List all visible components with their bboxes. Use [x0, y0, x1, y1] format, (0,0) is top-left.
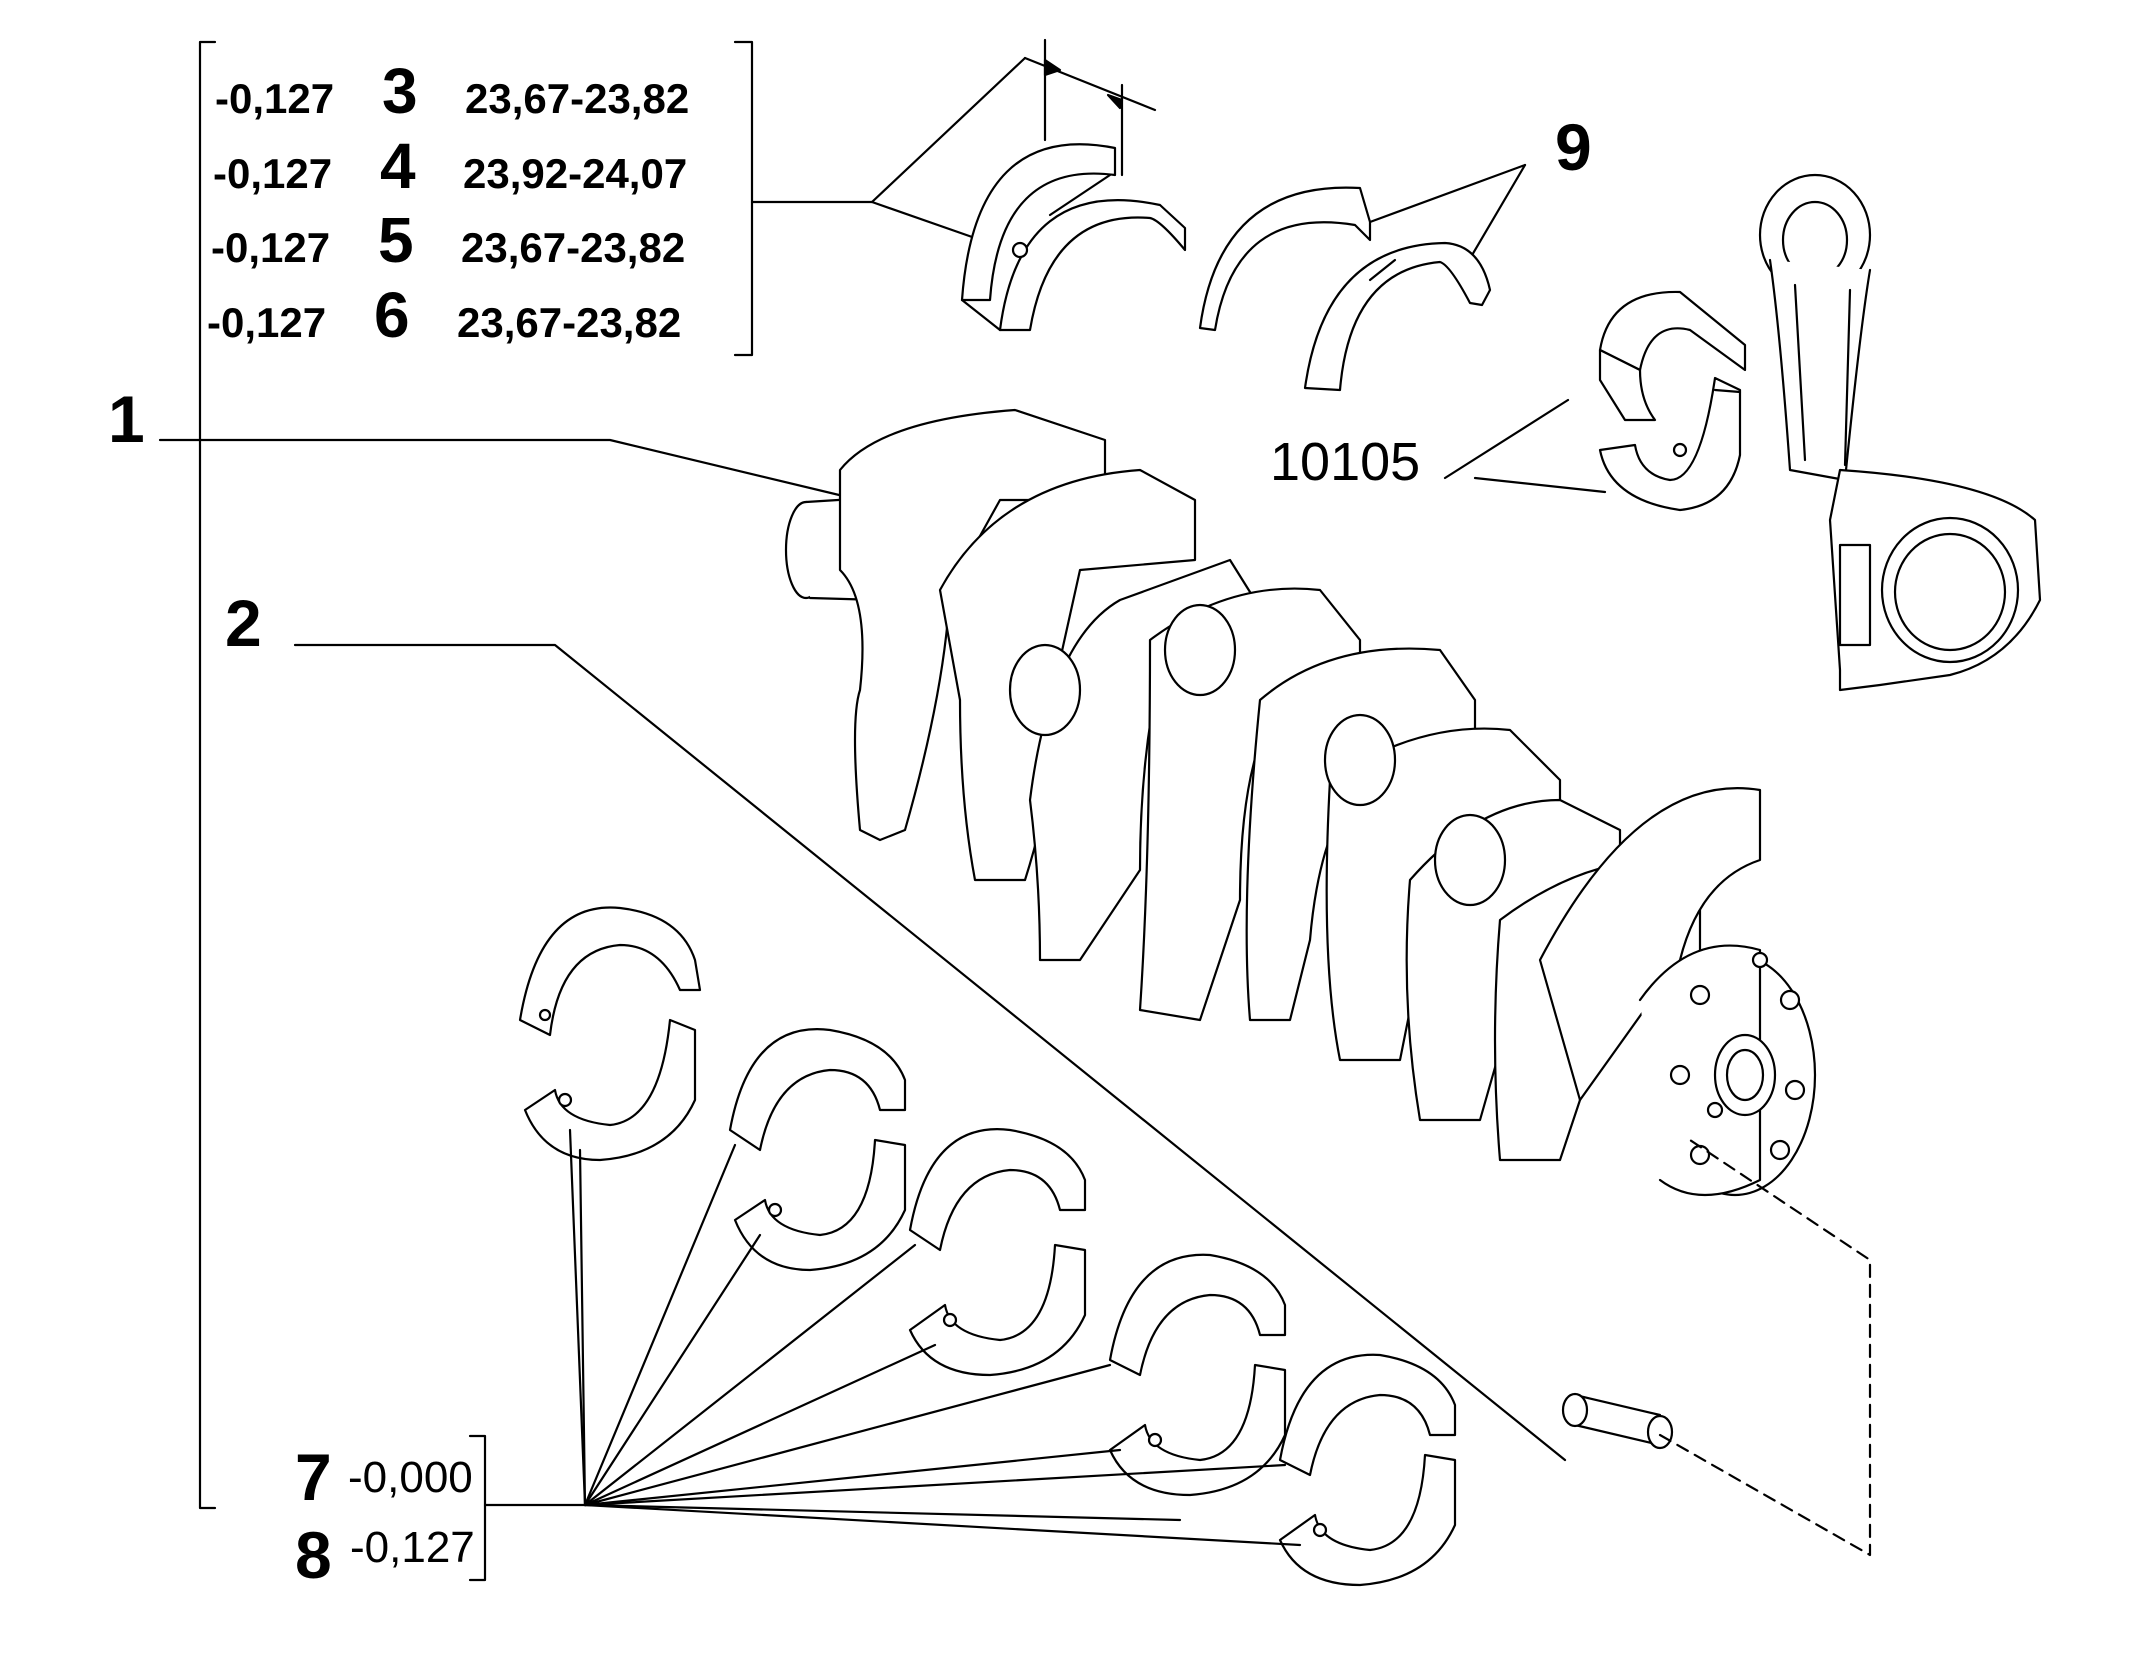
spec-num-4: 4: [380, 130, 416, 202]
callout-9: 9: [1555, 110, 1592, 184]
spec-range-6: 23,67-23,82: [457, 299, 681, 346]
bearing-num-8: 8: [295, 1518, 332, 1592]
bearing-offset-7: -0,000: [348, 1453, 473, 1502]
spec-range-4: 23,92-24,07: [463, 150, 687, 197]
connecting-rod: [1758, 173, 2042, 692]
bearing-num-7: 7: [295, 1440, 332, 1514]
leader-line-2: [293, 643, 1567, 1462]
conrod-bearing-shells: [1598, 290, 1747, 512]
spec-offset-3: -0,127: [215, 75, 334, 122]
crankshaft: [784, 408, 1817, 1197]
pilot-bushing: [1561, 1392, 1674, 1450]
spec-num-6: 6: [374, 279, 410, 351]
callout-2: 2: [225, 586, 262, 660]
spec-range-5: 23,67-23,82: [461, 224, 685, 271]
item-1-bracket: [198, 38, 1157, 1510]
spec-offset-5: -0,127: [211, 224, 330, 271]
spec-offset-6: -0,127: [207, 299, 326, 346]
bearing-size-table: 7 -0,000 8 -0,127: [295, 1440, 475, 1592]
leader-line-9: [1368, 163, 1527, 264]
thrust-washers: [1198, 186, 1492, 392]
spec-num-5: 5: [378, 204, 414, 276]
leader-line-1: [158, 438, 862, 502]
spec-num-3: 3: [382, 55, 418, 127]
callout-10105: 10105: [1270, 432, 1420, 492]
spec-table: -0,127 3 23,67-23,82 -0,127 4 23,92-24,0…: [207, 55, 689, 351]
spec-range-3: 23,67-23,82: [465, 75, 689, 122]
spec-offset-4: -0,127: [213, 150, 332, 197]
bearing-leader-fan: [468, 1128, 1302, 1582]
leader-line-10105: [1443, 398, 1607, 494]
bearing-offset-8: -0,127: [350, 1523, 475, 1572]
lower-bearing-shells: [518, 906, 1457, 1587]
dashed-link: [1658, 1138, 1872, 1557]
callout-1: 1: [108, 382, 145, 456]
upper-main-bearing-shells: [960, 143, 1187, 332]
